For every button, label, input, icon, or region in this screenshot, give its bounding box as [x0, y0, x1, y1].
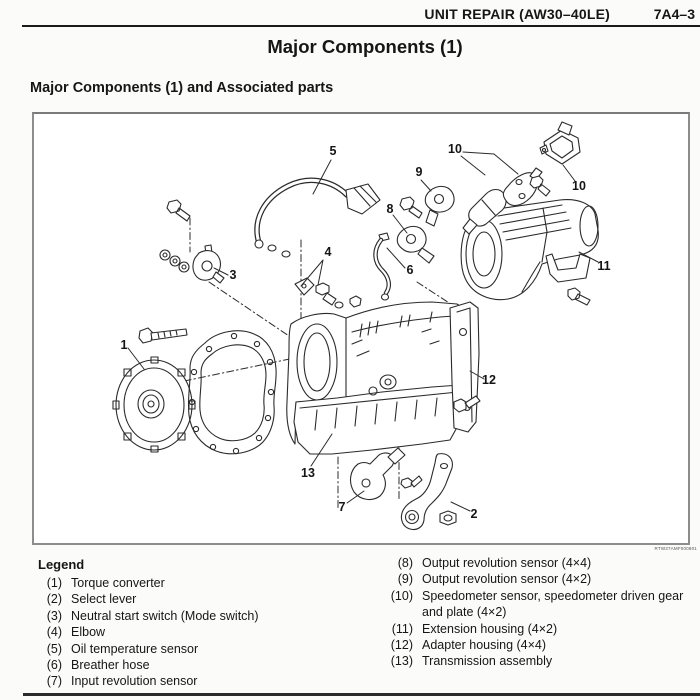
legend-item-number: (11) — [391, 621, 413, 636]
legend-item-text: Transmission assembly — [422, 654, 553, 669]
legend-item-text: Torque converter — [71, 576, 165, 590]
legend-item: (13) Transmission assembly — [385, 653, 691, 669]
neutral-start-switch-drawing — [159, 199, 225, 284]
bolt-drawing — [138, 327, 188, 344]
legend-item-number: (13) — [390, 654, 413, 669]
speedometer-sensor-drawing — [462, 167, 551, 235]
callout-6: 6 — [407, 263, 414, 277]
callout-leader-lines — [127, 151, 599, 512]
legend-left-items: (1) Torque converter (2) Select lever (3) Neu… — [38, 575, 259, 690]
figure-heading: Major Components (1) and Associated part… — [30, 80, 334, 96]
callout-7: 7 — [339, 500, 346, 514]
legend-item-number: (7) — [46, 674, 62, 689]
output-revolution-sensors-drawing — [396, 185, 455, 264]
legend-item-text: Output revolution sensor (4×2) — [422, 572, 592, 587]
legend-item-text: Oil temperature sensor — [71, 641, 199, 656]
legend-item: (6) Breather hose — [38, 657, 259, 673]
callout-4: 4 — [325, 245, 332, 259]
extension-housing-drawing — [460, 199, 599, 306]
legend-item-number: (8) — [397, 556, 413, 570]
callout-3: 3 — [230, 268, 237, 282]
legend-item-text: Neutral start switch (Mode switch) — [71, 608, 259, 623]
legend-item-number: (2) — [46, 592, 62, 607]
legend-item-number: (10) — [390, 588, 413, 603]
legend-item: (8) Output revolution sensor (4×4) — [385, 555, 691, 571]
legend-item: (5) Oil temperature sensor — [38, 641, 259, 657]
callout-8: 8 — [387, 202, 394, 216]
legend-right-column: (8) Output revolution sensor (4×4) (9) Outp… — [385, 555, 691, 670]
legend-item: (7) Input revolution sensor — [38, 673, 259, 689]
legend-item-text: Output revolution sensor (4×4) — [422, 556, 592, 570]
header-page-number: 7A4–3 — [653, 6, 695, 22]
callout-10: 10 — [572, 179, 586, 193]
legend-item-text: Elbow — [71, 625, 106, 640]
header-section-title: UNIT REPAIR (AW30–40LE) — [424, 6, 610, 22]
breather-hose-drawing — [373, 232, 392, 301]
callout-1: 1 — [121, 338, 128, 352]
adapter-housing-drawing — [449, 301, 481, 433]
input-revolution-sensor-drawing — [349, 447, 423, 501]
legend-item: (11) Extension housing (4×2) — [385, 621, 691, 637]
sensor-cable-drawing — [254, 177, 381, 258]
header-rule — [22, 25, 700, 27]
legend-item: (4) Elbow — [38, 624, 259, 640]
legend-item-number: (1) — [46, 576, 62, 590]
legend-item-number: (6) — [46, 658, 62, 673]
legend-heading: Legend — [38, 557, 85, 572]
callout-10: 10 — [448, 142, 462, 156]
callout-11: 11 — [597, 259, 610, 273]
legend-item-text: Breather hose — [71, 658, 150, 673]
callout-9: 9 — [416, 165, 423, 179]
legend-item-text: Adapter housing (4×4) — [422, 638, 547, 653]
legend-item-number: (3) — [46, 608, 62, 623]
select-lever-drawing — [400, 453, 457, 531]
legend-item-text: Select lever — [71, 592, 137, 607]
torque-converter-drawing — [112, 356, 196, 453]
callout-5: 5 — [330, 144, 337, 158]
legend-item-text: Speedometer sensor, speedometer driven g… — [422, 588, 684, 620]
legend-item-number: (9) — [397, 572, 413, 587]
legend-item-text: Extension housing (4×2) — [422, 621, 558, 636]
legend-left-column: Legend (1) Torque converter (2) Select leve… — [38, 556, 259, 690]
callout-12: 12 — [482, 373, 496, 387]
page-bottom-rule — [23, 693, 700, 696]
transmission-case-drawing — [286, 295, 471, 455]
callout-2: 2 — [471, 507, 478, 521]
legend-right-items: (8) Output revolution sensor (4×4) (9) Outp… — [385, 555, 691, 670]
figure-code: RTW37AMF000801 — [654, 546, 697, 551]
legend-item-number: (12) — [390, 638, 413, 653]
gasket-drawing — [187, 330, 277, 455]
legend-item: (10) Speedometer sensor, speedometer driv… — [385, 588, 691, 621]
legend-item-text: Input revolution sensor — [71, 674, 198, 689]
legend-item: (1) Torque converter — [38, 575, 259, 591]
document-title: Major Components (1) — [267, 36, 463, 57]
legend-item-number: (5) — [46, 641, 62, 656]
legend-item: (12) Adapter housing (4×4) — [385, 637, 691, 653]
legend-item: (3) Neutral start switch (Mode switch) — [38, 608, 259, 624]
legend-item: (2) Select lever — [38, 591, 259, 607]
legend-item-number: (4) — [46, 625, 62, 640]
elbow-drawing — [294, 277, 344, 309]
legend-item: (9) Output revolution sensor (4×2) — [385, 571, 691, 587]
callout-13: 13 — [301, 466, 315, 480]
speedometer-sensor-4x2-drawing — [539, 121, 581, 165]
